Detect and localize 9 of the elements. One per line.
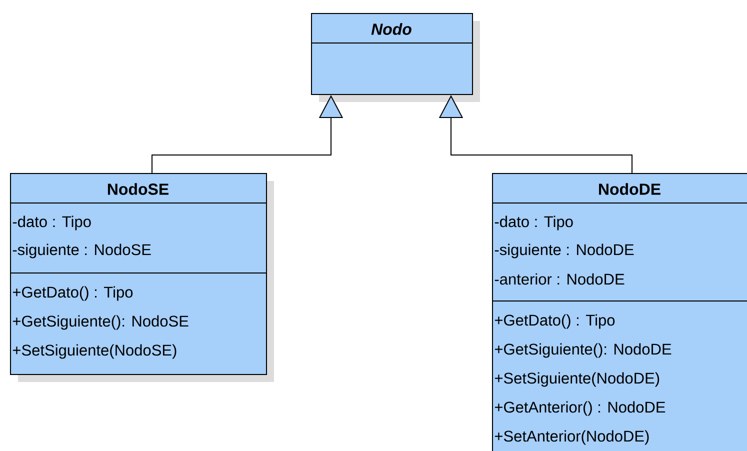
method-text: +GetAnterior() : NodoDE: [494, 401, 666, 416]
method-text: +SetAnterior(NodoDE): [494, 430, 649, 445]
class-name: NodoDE: [599, 183, 660, 195]
method-text: +GetSiguiente(): NodoDE: [494, 343, 672, 358]
method-text: +GetDato() : Tipo: [494, 314, 615, 329]
attribute-text: -siguiente : NodoDE: [494, 244, 634, 258]
attribute-text: -dato : Tipo: [494, 216, 573, 230]
method-text: +SetSiguiente(NodoDE): [494, 372, 660, 387]
attribute-text: -anterior : NodoDE: [494, 273, 624, 285]
